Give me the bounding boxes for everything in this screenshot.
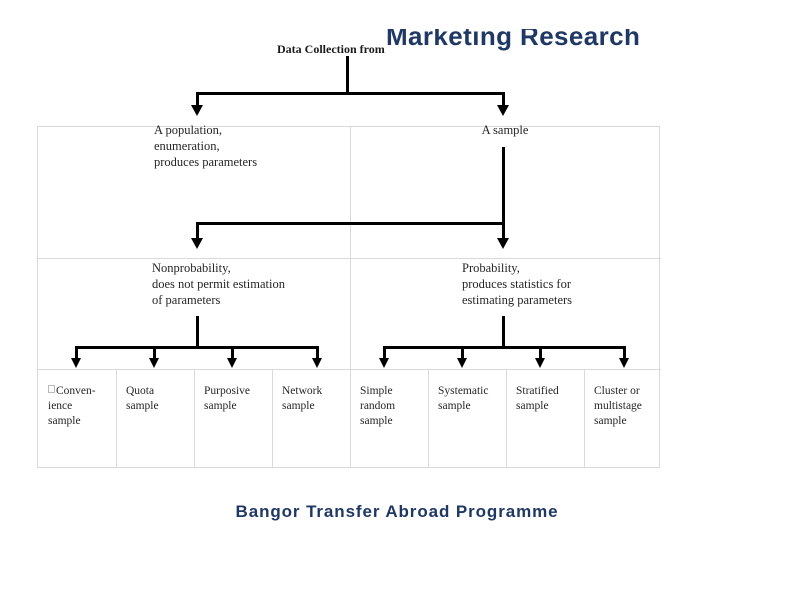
cell-purposive-line-1: Purposive xyxy=(204,385,250,397)
cell-convenience-line-3: sample xyxy=(48,415,81,427)
connector-mid-left-drop xyxy=(196,222,199,239)
divider-leaf-2 xyxy=(194,369,195,468)
connector-probability-bar xyxy=(383,346,626,349)
cell-simple-random-line-3: sample xyxy=(360,415,393,427)
arrowhead-to-nonprobability xyxy=(191,238,203,249)
connector-root-bar xyxy=(196,92,505,95)
cell-convenience-sample: Conven- ience sample xyxy=(48,384,120,429)
cell-sample-line-1: A sample xyxy=(481,123,529,137)
missing-glyph-box-icon xyxy=(48,385,55,393)
divider-leaf-7 xyxy=(584,369,585,468)
cell-simple-random-line-1: Simple xyxy=(360,385,393,397)
arrowhead-to-sample xyxy=(497,105,509,116)
cell-purposive-sample: Purposive sample xyxy=(204,384,280,414)
connector-sample-stem xyxy=(502,147,505,225)
connector-leaf-8-drop xyxy=(623,346,626,359)
cell-stratified-sample: Stratified sample xyxy=(516,384,590,414)
cell-nonprobability: Nonprobability, does not permit estimati… xyxy=(152,260,362,308)
arrowhead-to-purposive-sample xyxy=(227,358,237,368)
cell-quota-sample: Quota sample xyxy=(126,384,198,414)
cell-cluster-line-1: Cluster or xyxy=(594,385,640,397)
divider-leaf-4 xyxy=(350,369,351,468)
arrowhead-to-cluster-sample xyxy=(619,358,629,368)
arrowhead-to-network-sample xyxy=(312,358,322,368)
connector-probability-stem xyxy=(502,316,505,348)
divider-leaf-5 xyxy=(428,369,429,468)
connector-mid-bar xyxy=(196,222,505,225)
connector-nonprobability-bar xyxy=(75,346,319,349)
cell-probability-line-3: estimating parameters xyxy=(462,293,573,307)
divider-leaf-1 xyxy=(116,369,117,468)
connector-leaf-4-drop xyxy=(316,346,319,359)
arrowhead-to-population xyxy=(191,105,203,116)
connector-leaf-3-drop xyxy=(231,346,234,359)
connector-leaf-1-drop xyxy=(75,346,78,359)
cell-network-sample: Network sample xyxy=(282,384,356,414)
connector-root-left-drop xyxy=(196,92,199,106)
arrowhead-to-quota-sample xyxy=(149,358,159,368)
cell-convenience-line-2: ience xyxy=(48,400,73,412)
cell-quota-line-1: Quota xyxy=(126,385,155,397)
connector-leaf-7-drop xyxy=(539,346,542,359)
divider-row2-row3 xyxy=(38,369,661,370)
cell-probability-line-2: produces statistics for xyxy=(462,277,572,291)
sampling-design-diagram xyxy=(37,126,661,468)
cell-systematic-sample: Systematic sample xyxy=(438,384,516,414)
cell-convenience-text-1: Conven- xyxy=(56,385,96,397)
data-collection-caption: Data Collection from xyxy=(277,42,385,56)
cell-network-line-1: Network xyxy=(282,385,323,397)
connector-root-right-drop xyxy=(502,92,505,106)
cell-purposive-line-2: sample xyxy=(204,400,237,412)
arrowhead-to-stratified-sample xyxy=(535,358,545,368)
footer-programme-label: Bangor Transfer Abroad Programme xyxy=(235,502,559,521)
connector-leaf-5-drop xyxy=(383,346,386,359)
cell-population-line-2: enumeration, xyxy=(154,139,220,153)
cell-systematic-line-2: sample xyxy=(438,400,471,412)
cell-nonprobability-line-3: of parameters xyxy=(152,293,221,307)
cell-stratified-line-1: Stratified xyxy=(516,385,559,397)
cell-probability-line-1: Probability, xyxy=(462,261,520,275)
arrowhead-to-probability xyxy=(497,238,509,249)
cell-network-line-2: sample xyxy=(282,400,315,412)
cell-probability: Probability, produces statistics for est… xyxy=(462,260,672,308)
connector-leaf-6-drop xyxy=(461,346,464,359)
arrowhead-to-systematic-sample xyxy=(457,358,467,368)
cell-cluster-line-2: multistage xyxy=(594,400,642,412)
connector-leaf-2-drop xyxy=(153,346,156,359)
divider-col-upper xyxy=(350,127,351,369)
cell-population: A population, enumeration, produces para… xyxy=(154,122,324,170)
title-clip-mask xyxy=(360,0,794,29)
cell-quota-line-2: sample xyxy=(126,400,159,412)
connector-nonprobability-stem xyxy=(196,316,199,348)
arrowhead-to-convenience-sample xyxy=(71,358,81,368)
divider-leaf-6 xyxy=(506,369,507,468)
cell-sample: A sample xyxy=(425,122,585,138)
cell-nonprobability-line-1: Nonprobability, xyxy=(152,261,231,275)
divider-row1-row2 xyxy=(38,258,661,259)
cell-population-line-3: produces parameters xyxy=(154,155,258,169)
cell-simple-random-line-2: random xyxy=(360,400,396,412)
connector-mid-right-drop xyxy=(502,222,505,239)
cell-stratified-line-2: sample xyxy=(516,400,549,412)
cell-population-line-1: A population, xyxy=(154,123,223,137)
cell-systematic-line-1: Systematic xyxy=(438,385,489,397)
connector-root-stem xyxy=(346,56,349,93)
cell-cluster-multistage-sample: Cluster or multistage sample xyxy=(594,384,672,429)
cell-simple-random-sample: Simple random sample xyxy=(360,384,434,429)
divider-leaf-3 xyxy=(272,369,273,468)
cell-convenience-line-1: Conven- xyxy=(48,384,120,399)
cell-cluster-line-3: sample xyxy=(594,415,627,427)
cell-nonprobability-line-2: does not permit estimation xyxy=(152,277,285,291)
arrowhead-to-simple-random-sample xyxy=(379,358,389,368)
